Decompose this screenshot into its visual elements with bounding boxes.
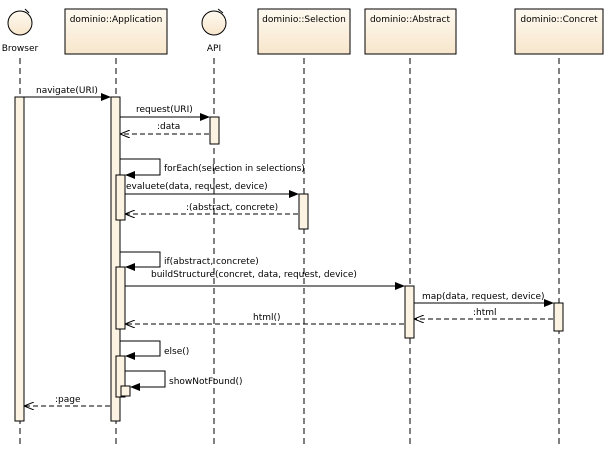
selection-label: dominio::Selection: [262, 15, 346, 25]
abstract-box: [364, 8, 457, 55]
message-abstract-concrete-label: :(abstract, concrete): [186, 203, 278, 213]
message-else-label: else(): [164, 347, 189, 357]
message-html-call-label: html(): [253, 313, 281, 323]
message-request-label: request(URI): [136, 105, 193, 115]
participant-api: API: [201, 8, 227, 54]
activations: [14, 96, 564, 422]
activation-app-else: [115, 355, 126, 398]
lifelines: [19, 58, 560, 447]
activation-api: [209, 116, 220, 145]
message-foreach-arrow: [120, 158, 161, 179]
participant-abstract: dominio::Abstract: [364, 8, 457, 55]
application-label: dominio::Application: [70, 15, 163, 25]
message-page-label: :page: [55, 395, 81, 405]
api-label: API: [207, 44, 221, 54]
abstract-label: dominio::Abstract: [370, 15, 451, 25]
participant-browser: Browser: [2, 8, 39, 54]
selection-box: [257, 8, 351, 55]
concret-box: [514, 8, 604, 55]
browser-label: Browser: [2, 44, 39, 54]
message-evaluete-label: evaluete(data, request, device): [126, 182, 268, 192]
message-build-label: buildStructure(concret, data, request, d…: [151, 270, 357, 280]
activation-concret: [553, 302, 564, 332]
application-box: [64, 8, 168, 55]
activation-browser: [14, 96, 25, 422]
message-data-label: :data: [157, 122, 180, 132]
message-if-arrow: [120, 251, 161, 271]
message-html-return-label: :html: [473, 308, 497, 318]
message-notfound-label: showNotFound(): [169, 377, 243, 387]
activation-app-foreach: [115, 174, 126, 221]
participant-selection: dominio::Selection: [257, 8, 351, 55]
message-if-label: if(abstract, concrete): [164, 257, 259, 267]
activation-application: [110, 96, 121, 422]
messages: navigate(URI) request(URI) :data forEach…: [24, 86, 554, 406]
message-navigate-label: navigate(URI): [36, 86, 98, 96]
message-map-label: map(data, request, device): [422, 292, 545, 302]
api-actor-icon: [201, 10, 227, 36]
activation-app-notfound: [120, 385, 131, 397]
concret-label: dominio::Concret: [520, 15, 598, 25]
message-else-arrow: [120, 340, 161, 360]
activation-app-if: [115, 266, 126, 330]
message-notfound-arrow: [125, 370, 166, 391]
message-foreach-label: forEach(selection in selections): [164, 164, 305, 174]
participant-concret: dominio::Concret: [514, 8, 604, 55]
browser-actor-icon: [7, 10, 33, 36]
activation-abstract: [404, 285, 415, 339]
participant-application: dominio::Application: [64, 8, 168, 55]
activation-selection: [298, 193, 309, 230]
